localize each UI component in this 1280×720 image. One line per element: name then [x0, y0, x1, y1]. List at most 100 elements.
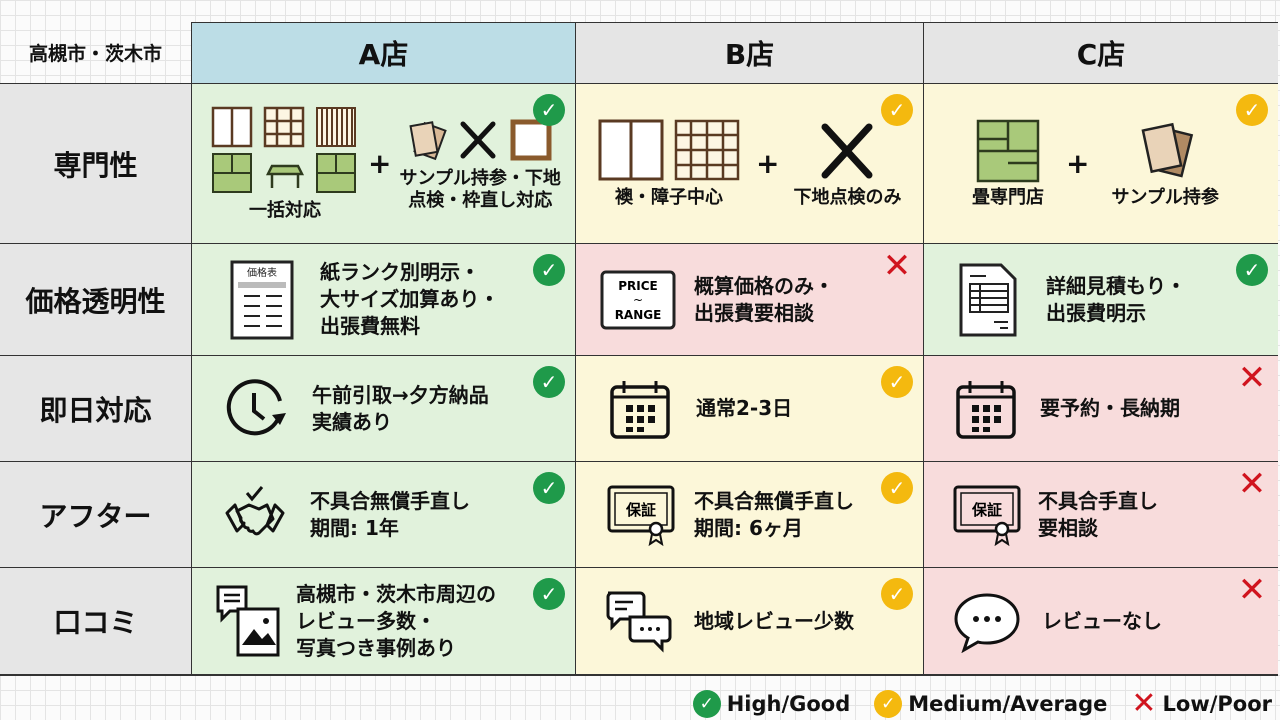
rating-average-icon: ✓ — [881, 94, 913, 126]
b-expertise-caption-2: 下地点検のみ — [793, 186, 902, 208]
b-sameday-text: 通常2-3日 — [696, 396, 793, 420]
svg-text:~: ~ — [633, 293, 643, 307]
certificate-icon: 保証 — [607, 485, 675, 546]
poor-cross-icon: ✕ — [1131, 686, 1157, 720]
rating-good-icon: ✓ — [533, 254, 565, 286]
legend-label-good: High/Good — [726, 691, 851, 716]
document-icon — [959, 263, 1017, 336]
rating-good-icon: ✓ — [533, 94, 565, 126]
legend-item-good: ✓ High/Good — [692, 689, 851, 718]
svg-text:RANGE: RANGE — [615, 308, 662, 322]
legend-item-poor: ✕ Low/Poor — [1131, 686, 1272, 720]
rating-average-icon: ✓ — [881, 366, 913, 398]
samples-icon — [1141, 122, 1194, 178]
cell-c-price: 詳細見積もり・ 出張費明示 ✓ — [924, 243, 1278, 355]
rating-good-icon: ✓ — [1236, 254, 1268, 286]
plus-icon: + — [756, 147, 780, 180]
a-price-text: 紙ランク別明示・ 大サイズ加算あり・ 出張費無料 — [320, 260, 500, 338]
rating-average-icon: ✓ — [1236, 94, 1268, 126]
good-check-icon: ✓ — [692, 689, 721, 718]
cell-b-expertise: 襖・障子中心 + 下地点検のみ ✓ — [576, 83, 924, 243]
price-range-icon: PRICE~RANGE — [600, 270, 676, 329]
row-label-reviews: 口コミ — [0, 567, 192, 674]
a-expertise-group-1: 一括対応 — [210, 106, 360, 222]
a-expertise-caption-2: サンプル持参・下地 点検・枠直し対応 — [399, 167, 561, 211]
comparison-table: 高槻市・茨木市 A店 B店 C店 専門性 一括対応 + — [0, 22, 1278, 676]
plus-icon: + — [1066, 147, 1090, 180]
svg-text:保証: 保証 — [971, 501, 1002, 519]
rating-poor-icon: ✕ — [1237, 570, 1267, 610]
b-aftercare-text: 不具合無償手直し 期間: 6ヶ月 — [694, 488, 854, 540]
c-expertise-caption-1: 畳専門店 — [972, 186, 1044, 208]
legend-item-average: ✓ Medium/Average — [874, 689, 1108, 718]
region-label: 高槻市・茨木市 — [0, 22, 192, 83]
store-a-header: A店 — [192, 22, 576, 83]
fusuma-shoji-icons — [598, 119, 740, 180]
cell-b-price: PRICE~RANGE 概算価格のみ・ 出張費要相談 ✕ — [576, 243, 924, 355]
rating-average-icon: ✓ — [881, 472, 913, 504]
c-expertise-group-2: サンプル持参 — [1111, 119, 1219, 209]
svg-text:保証: 保証 — [625, 501, 656, 519]
c-sameday-text: 要予約・長納期 — [1040, 396, 1180, 420]
legend-label-average: Medium/Average — [908, 691, 1108, 716]
a-expertise-group-2: サンプル持参・下地 点検・枠直し対応 — [399, 116, 561, 212]
cell-c-expertise: 畳専門店 + サンプル持参 ✓ — [924, 83, 1278, 243]
b-price-text: 概算価格のみ・ 出張費要相談 — [694, 273, 834, 325]
b-reviews-text: 地域レビュー少数 — [694, 608, 854, 633]
cell-a-expertise: 一括対応 + サンプル持参・下地 点検・枠直し対応 ✓ — [192, 83, 576, 243]
store-c-header: C店 — [924, 22, 1278, 83]
calendar-icon — [610, 380, 670, 439]
row-label-expertise: 専門性 — [0, 83, 192, 243]
svg-text:PRICE: PRICE — [618, 279, 658, 293]
average-check-icon: ✓ — [874, 689, 903, 718]
cell-c-reviews: レビューなし ✕ — [924, 567, 1278, 674]
store-b-header: B店 — [576, 22, 924, 83]
cell-a-price: 価格表 紙ランク別明示・ 大サイズ加算あり・ 出張費無料 ✓ — [192, 243, 576, 355]
c-price-text: 詳細見積もり・ 出張費明示 — [1046, 273, 1186, 325]
svg-text:価格表: 価格表 — [247, 266, 277, 279]
cell-c-aftercare: 保証 不具合手直し 要相談 ✕ — [924, 461, 1278, 567]
cell-a-reviews: 高槻市・茨木市周辺の レビュー多数・ 写真つき事例あり ✓ — [192, 567, 576, 674]
a-aftercare-text: 不具合無償手直し 期間: 1年 — [310, 488, 470, 540]
cell-b-aftercare: 保証 不具合無償手直し 期間: 6ヶ月 ✓ — [576, 461, 924, 567]
price-list-icon: 価格表 — [230, 260, 294, 339]
b-expertise-group-1: 襖・障子中心 — [596, 119, 742, 209]
tools-icon — [821, 123, 873, 178]
legend: ✓ High/Good ✓ Medium/Average ✕ Low/Poor — [692, 686, 1272, 720]
b-expertise-caption-1: 襖・障子中心 — [615, 186, 723, 208]
chat-bubbles-icon — [606, 591, 672, 653]
cell-a-sameday: 午前引取→夕方納品 実績あり ✓ — [192, 355, 576, 461]
a-sameday-text: 午前引取→夕方納品 実績あり — [312, 382, 489, 434]
c-expertise-caption-2: サンプル持参 — [1111, 186, 1219, 208]
review-photo-icon — [216, 585, 280, 657]
cell-b-sameday: 通常2-3日 ✓ — [576, 355, 924, 461]
clock-icon — [226, 378, 286, 435]
speech-bubble-icon — [954, 593, 1020, 653]
c-expertise-group-1: 畳専門店 — [972, 119, 1044, 209]
a-expertise-caption-1: 一括対応 — [249, 199, 321, 221]
rating-good-icon: ✓ — [533, 472, 565, 504]
rating-average-icon: ✓ — [881, 578, 913, 610]
samples-tools-frame-icons — [409, 119, 552, 160]
legend-label-poor: Low/Poor — [1162, 691, 1272, 716]
certificate-icon: 保証 — [953, 485, 1021, 546]
fusuma-shoji-tatami-icons — [211, 106, 356, 193]
calendar-icon — [956, 380, 1016, 439]
rating-good-icon: ✓ — [533, 578, 565, 610]
row-label-aftercare: アフター — [0, 461, 192, 567]
rating-poor-icon: ✕ — [1237, 358, 1267, 398]
rating-poor-icon: ✕ — [1237, 464, 1267, 504]
tatami-icon — [976, 119, 1040, 182]
b-expertise-group-2: 下地点検のみ — [793, 119, 901, 209]
a-reviews-text: 高槻市・茨木市周辺の レビュー多数・ 写真つき事例あり — [296, 581, 496, 660]
cell-c-sameday: 要予約・長納期 ✕ — [924, 355, 1278, 461]
c-aftercare-text: 不具合手直し 要相談 — [1038, 488, 1158, 540]
handshake-icon — [225, 485, 285, 535]
cell-a-aftercare: 不具合無償手直し 期間: 1年 ✓ — [192, 461, 576, 567]
row-label-same-day: 即日対応 — [0, 355, 192, 461]
cell-b-reviews: 地域レビュー少数 ✓ — [576, 567, 924, 674]
row-label-price-transparency: 価格透明性 — [0, 243, 192, 355]
rating-poor-icon: ✕ — [882, 246, 912, 286]
plus-icon: + — [368, 147, 392, 180]
c-reviews-text: レビューなし — [1042, 608, 1162, 633]
